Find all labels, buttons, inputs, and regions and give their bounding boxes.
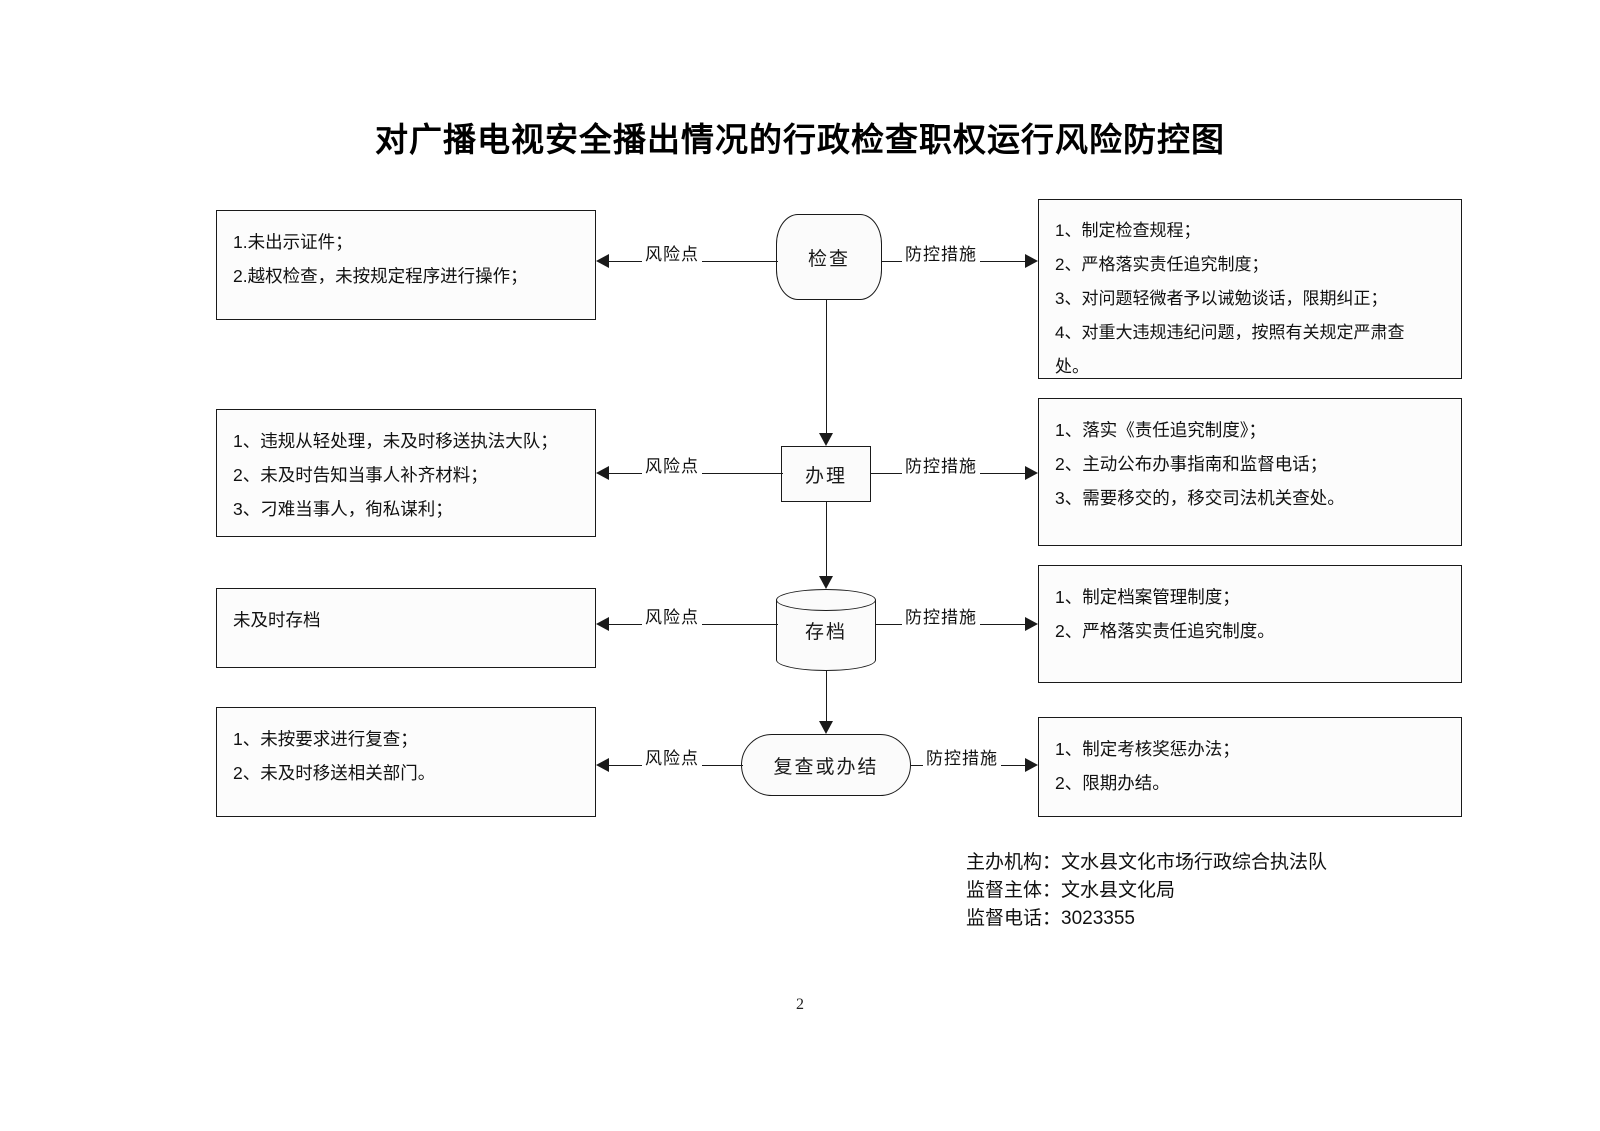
flow-node-label: 检查 [807, 248, 850, 270]
flow-node-inspect[interactable]: 检查 [776, 214, 882, 300]
arrow-down-icon [819, 576, 833, 589]
flow-node-label: 办理 [804, 465, 847, 487]
control-line: 2、严格落实责任追究制度； [1055, 255, 1269, 274]
control-box-final: 1、制定考核奖惩办法； 2、限期办结。 [1038, 717, 1462, 817]
flow-node-archive[interactable]: 存档 [776, 589, 876, 671]
footer-line-organizer: 主办机构：文水县文化市场行政综合执法队 [966, 852, 1328, 873]
control-box-inspect: 1、制定检查规程； 2、严格落实责任追究制度； 3、对问题轻微者予以诫勉谈话，限… [1038, 199, 1462, 379]
flow-node-process[interactable]: 办理 [781, 446, 871, 502]
arrow-left-icon [596, 617, 609, 631]
risk-box-archive: 未及时存档 [216, 588, 596, 668]
control-line: 1、落实《责任追究制度》； [1055, 420, 1266, 440]
risk-line: 3、刁难当事人，徇私谋利； [233, 499, 453, 519]
risk-box-final: 1、未按要求进行复查； 2、未及时移送相关部门。 [216, 707, 596, 817]
flow-node-label: 存档 [804, 621, 847, 643]
connector-inspect-to-process [826, 300, 827, 433]
arrow-right-icon [1025, 617, 1038, 631]
edge-label-risk-4: 风险点 [642, 744, 702, 769]
risk-box-process: 1、违规从轻处理，未及时移送执法大队； 2、未及时告知当事人补齐材料； 3、刁难… [216, 409, 596, 537]
footer-info: 主办机构：文水县文化市场行政综合执法队 监督主体：文水县文化局 监督电话：302… [966, 849, 1327, 933]
edge-label-risk-3: 风险点 [642, 603, 702, 628]
risk-line: 2.越权检查，未按规定程序进行操作； [233, 266, 528, 286]
edge-label-control-2: 防控措施 [902, 452, 980, 477]
control-line: 1、制定档案管理制度； [1055, 587, 1240, 607]
flow-node-final[interactable]: 复查或办结 [741, 734, 911, 796]
control-line: 1、制定检查规程； [1055, 221, 1201, 240]
arrow-right-icon [1025, 758, 1038, 772]
risk-box-inspect: 1.未出示证件； 2.越权检查，未按规定程序进行操作； [216, 210, 596, 320]
control-line: 3、对问题轻微者予以诫勉谈话，限期纠正； [1055, 289, 1388, 308]
control-line: 4、对重大违规违纪问题，按照有关规定严肃查 [1055, 323, 1405, 342]
arrow-down-icon [819, 721, 833, 734]
arrow-right-icon [1025, 254, 1038, 268]
edge-label-control-4: 防控措施 [923, 744, 1001, 769]
risk-line: 未及时存档 [233, 610, 321, 630]
edge-label-risk-1: 风险点 [642, 240, 702, 265]
edge-label-control-3: 防控措施 [902, 603, 980, 628]
connector-archive-to-final [826, 671, 827, 721]
arrow-right-icon [1025, 466, 1038, 480]
arrow-left-icon [596, 254, 609, 268]
control-line: 1、制定考核奖惩办法； [1055, 739, 1240, 759]
footer-line-supervisor: 监督主体：文水县文化局 [966, 880, 1176, 901]
arrow-down-icon [819, 433, 833, 446]
control-box-archive: 1、制定档案管理制度； 2、严格落实责任追究制度。 [1038, 565, 1462, 683]
arrow-left-icon [596, 758, 609, 772]
connector-process-to-archive [826, 502, 827, 576]
page-number: 2 [796, 996, 804, 1013]
risk-line: 2、未及时告知当事人补齐材料； [233, 465, 488, 485]
control-line: 2、限期办结。 [1055, 773, 1170, 793]
control-line: 2、严格落实责任追究制度。 [1055, 621, 1275, 641]
footer-line-phone: 监督电话：3023355 [966, 908, 1135, 929]
control-line: 2、主动公布办事指南和监督电话； [1055, 454, 1328, 474]
flow-node-label: 复查或办结 [773, 756, 879, 778]
arrow-left-icon [596, 466, 609, 480]
risk-line: 1、未按要求进行复查； [233, 729, 418, 749]
control-line: 处。 [1055, 357, 1089, 376]
page-title: 对广播电视安全播出情况的行政检查职权运行风险防控图 [375, 123, 1225, 159]
edge-label-control-1: 防控措施 [902, 240, 980, 265]
risk-line: 1、违规从轻处理，未及时移送执法大队； [233, 431, 558, 451]
risk-line: 1.未出示证件； [233, 232, 353, 252]
cylinder-top [776, 589, 876, 611]
control-box-process: 1、落实《责任追究制度》； 2、主动公布办事指南和监督电话； 3、需要移交的，移… [1038, 398, 1462, 546]
edge-label-risk-2: 风险点 [642, 452, 702, 477]
control-line: 3、需要移交的，移交司法机关查处。 [1055, 488, 1345, 508]
risk-line: 2、未及时移送相关部门。 [233, 763, 436, 783]
